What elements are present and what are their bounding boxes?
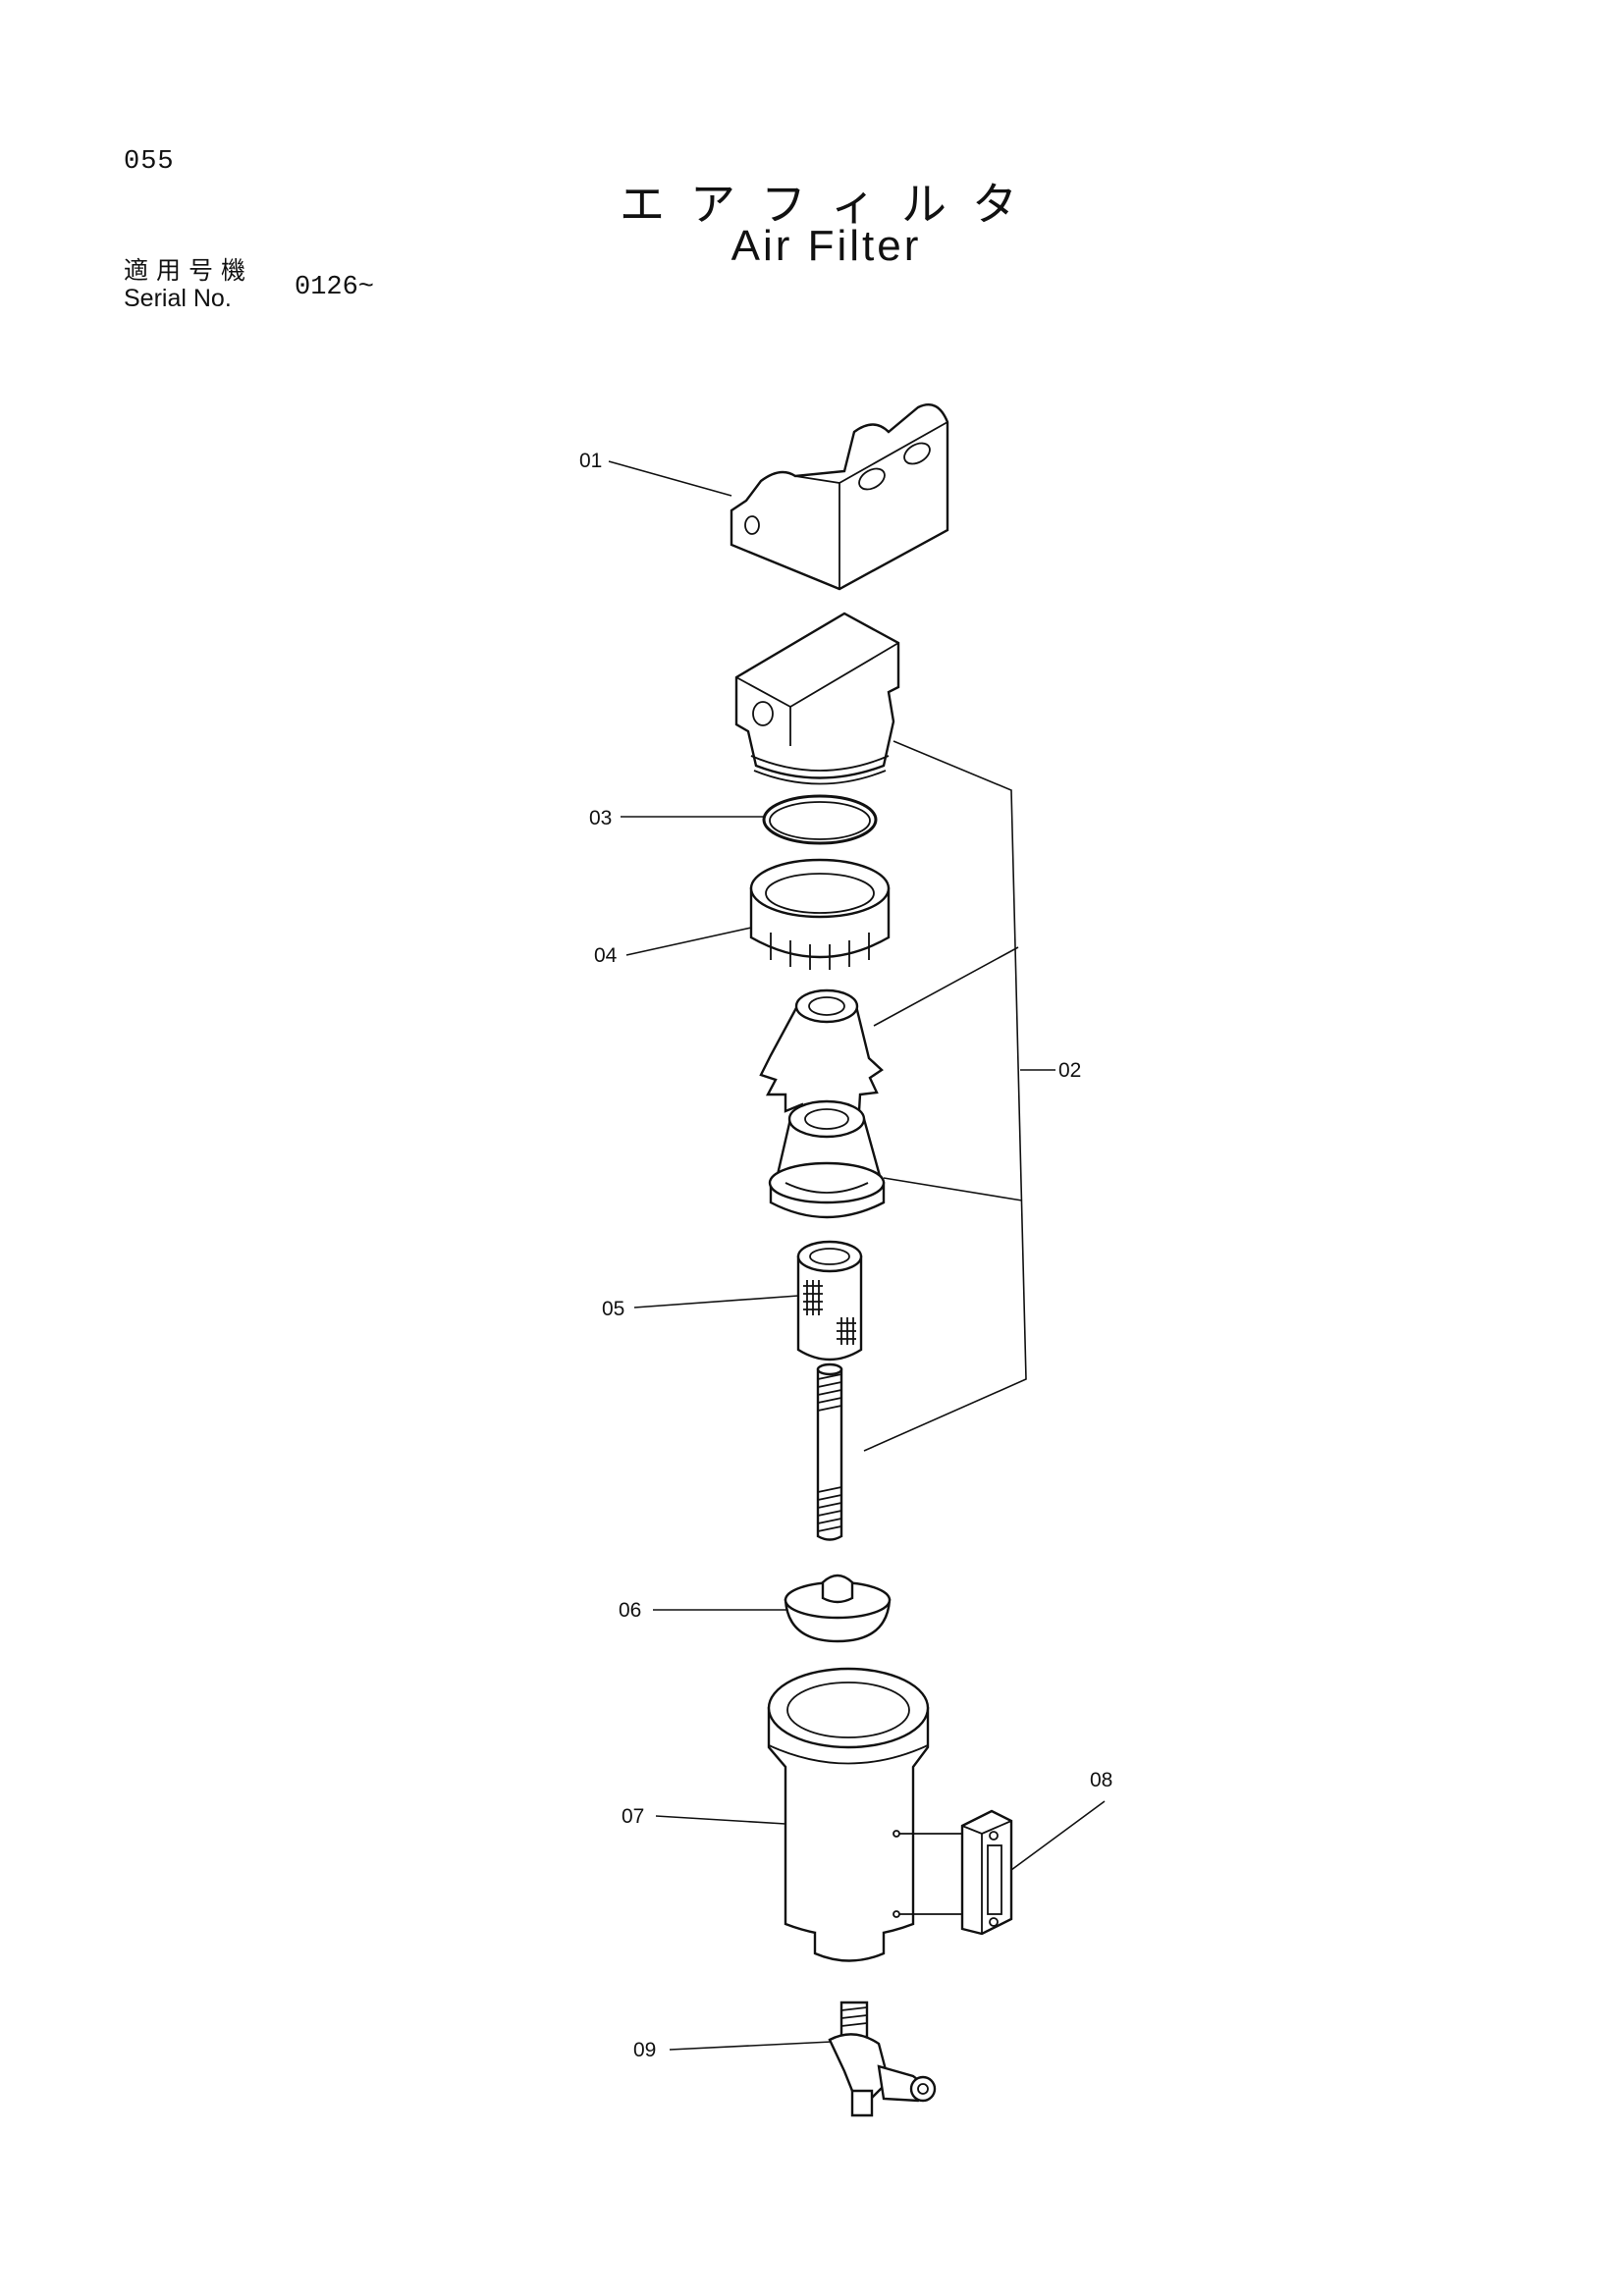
part-09-drain-valve xyxy=(828,2001,937,2117)
part-07-bowl xyxy=(767,1667,930,1962)
part-08-sight-gauge xyxy=(899,1809,1013,1936)
serial-label-japanese: 適用号機 xyxy=(124,256,254,285)
part-02-stud-bolt xyxy=(816,1362,843,1541)
callout-06: 06 xyxy=(619,1599,641,1622)
leader-01 xyxy=(608,460,732,497)
part-01-bracket xyxy=(730,402,949,591)
serial-label: 適用号機 Serial No. xyxy=(124,256,254,313)
callout-09: 09 xyxy=(633,2039,656,2061)
callout-04: 04 xyxy=(594,944,618,967)
callout-08: 08 xyxy=(1090,1769,1112,1791)
part-05-filter-element xyxy=(796,1240,863,1362)
part-02-filter-head xyxy=(734,612,900,785)
title-japanese: エアフィルタ xyxy=(619,178,1044,231)
serial-label-english: Serial No. xyxy=(124,285,232,312)
part-06-disc xyxy=(784,1574,892,1643)
callout-02: 02 xyxy=(1058,1059,1081,1082)
part-03-o-ring xyxy=(762,794,878,845)
part-04-retaining-nut xyxy=(749,858,891,970)
part-02-cone-baffle xyxy=(768,1099,886,1219)
part-02-deflector xyxy=(759,988,884,1124)
leader-09 xyxy=(669,2041,833,2051)
leader-04 xyxy=(625,927,752,956)
callout-03: 03 xyxy=(589,807,612,829)
leader-07 xyxy=(655,1815,786,1825)
title-english: Air Filter xyxy=(730,222,922,270)
callout-05: 05 xyxy=(602,1298,624,1320)
page-number: 055 xyxy=(124,147,175,177)
leader-05 xyxy=(633,1295,799,1308)
callout-07: 07 xyxy=(622,1805,644,1828)
leader-08 xyxy=(1010,1800,1106,1871)
callout-01: 01 xyxy=(579,450,602,472)
assembly-02-bracket xyxy=(863,740,1055,1452)
serial-value: 0126~ xyxy=(295,273,375,302)
